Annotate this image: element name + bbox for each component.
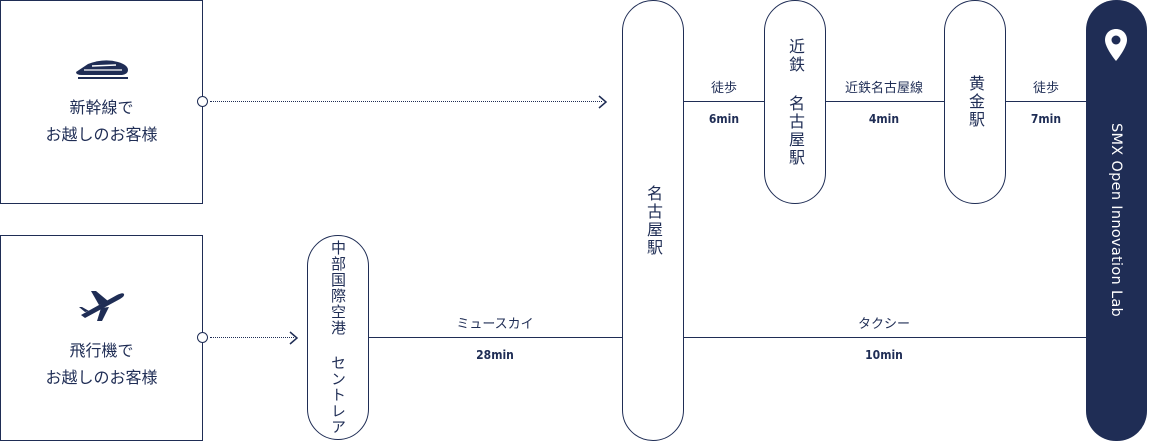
kintetsu-line <box>825 101 944 102</box>
airplane-connector-dot <box>197 332 208 343</box>
shinkansen-dotted-arrow <box>210 101 602 102</box>
muskai-mode: ミュースカイ <box>456 317 534 332</box>
taxi-line <box>683 337 1086 338</box>
nagoya-station-name: 名古屋駅 <box>644 184 663 257</box>
map-pin-icon <box>1105 29 1127 61</box>
muskai-line <box>368 337 622 338</box>
arrow-head-icon <box>598 95 608 109</box>
train-icon <box>75 60 128 79</box>
arrow-head-icon <box>289 331 299 345</box>
nagoya-station: 名古屋駅 <box>622 0 684 441</box>
kintetsu-nagoya-station-name: 近鉄 名古屋駅 <box>786 37 805 167</box>
taxi-time: 10min <box>865 348 903 362</box>
kogane-station: 黄金駅 <box>944 0 1006 204</box>
airplane-label: 飛行機で お越しのお客様 <box>45 341 158 387</box>
walk1-time: 6min <box>708 112 740 126</box>
destination-name: SMX Open Innovation Lab <box>1108 122 1124 318</box>
kintetsu-time: 4min <box>868 112 900 126</box>
walk2-line <box>1005 101 1086 102</box>
walk2-time: 7min <box>1030 112 1062 126</box>
muskai-time: 28min <box>476 348 514 362</box>
airplane-dotted-arrow <box>210 337 294 338</box>
centrair-station: 中部国際空港 セントレア <box>307 235 369 440</box>
taxi-mode: タクシー <box>857 317 911 332</box>
walk1-line <box>683 101 764 102</box>
kogane-station-name: 黄金駅 <box>966 75 985 129</box>
kintetsu-mode: 近鉄名古屋線 <box>844 81 924 96</box>
kintetsu-nagoya-station: 近鉄 名古屋駅 <box>764 0 826 204</box>
airplane-icon <box>78 291 124 321</box>
shinkansen-source-box: 新幹線で お越しのお客様 <box>0 0 203 204</box>
shinkansen-connector-dot <box>197 96 208 107</box>
walk2-mode: 徒歩 <box>1032 81 1060 96</box>
destination-pill <box>1086 0 1147 441</box>
walk1-mode: 徒歩 <box>710 81 738 96</box>
shinkansen-label: 新幹線で お越しのお客様 <box>45 98 158 144</box>
airplane-source-box: 飛行機で お越しのお客様 <box>0 235 203 441</box>
centrair-station-name: 中部国際空港 セントレア <box>329 240 347 435</box>
